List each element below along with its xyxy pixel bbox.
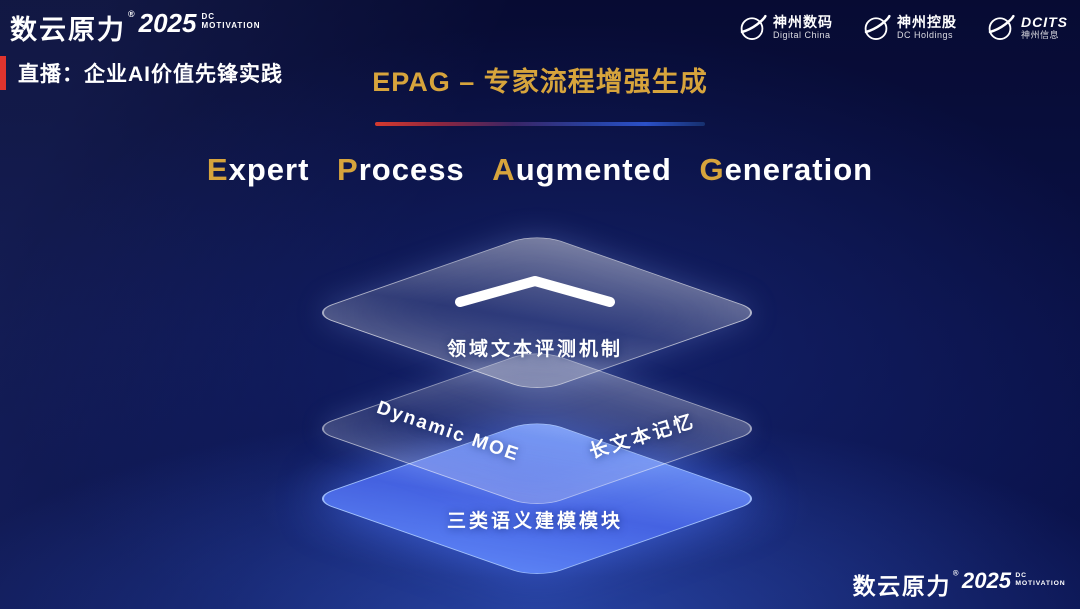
partner-logos: 神州数码 Digital China 神州控股 DC Holdings DCIT…: [737, 12, 1068, 42]
logo-cn-name: 神州数码: [773, 13, 833, 30]
logo-text: 神州数码 Digital China: [773, 14, 833, 40]
logo-en-name: Digital China: [773, 29, 831, 40]
brand-tagline-line1: DC: [1015, 571, 1028, 579]
logo-digital-china: 神州数码 Digital China: [737, 12, 833, 42]
logo-cn-name: 神州信息: [1021, 29, 1060, 40]
brand-tagline: DC MOTIVATION: [1016, 571, 1066, 587]
logo-cn-name: 神州控股: [897, 13, 957, 30]
brand-name: 数云原力: [853, 573, 952, 600]
brand-year: 2025: [138, 8, 197, 38]
brand-year: 2025: [962, 567, 1012, 594]
title-word: Augmented: [492, 152, 672, 187]
label-semantic-modeling: 三类语义建模模块: [446, 511, 624, 532]
logo-en-name: DC Holdings: [897, 29, 954, 40]
brand-logo-bottom: 数云原力 ® 2025 DC MOTIVATION: [853, 568, 1066, 601]
dcits-swoosh-icon: [988, 14, 1015, 40]
digital-china-swoosh-icon: [740, 14, 767, 40]
gradient-divider: [375, 122, 705, 126]
brand-logo-top: 数云原力 ® 2025 DC MOTIVATION: [10, 8, 261, 47]
page-title: EPAG – 专家流程增强生成: [372, 67, 708, 97]
logo-dc-holdings: 神州控股 DC Holdings: [861, 12, 957, 42]
registered-mark: ®: [128, 9, 135, 19]
brand-tagline-line2: MOTIVATION: [1015, 579, 1066, 587]
logo-en-name: DCITS: [1021, 13, 1068, 30]
dc-holdings-swoosh-icon: [864, 14, 891, 40]
brand-tagline: DC MOTIVATION: [201, 12, 260, 30]
title-word: Generation: [699, 152, 874, 187]
title-word: Expert: [206, 152, 310, 187]
logo-text: 神州控股 DC Holdings: [897, 14, 957, 40]
registered-mark: ®: [953, 568, 960, 578]
title-word: Process: [337, 152, 465, 187]
chevron-up-icon: [455, 276, 615, 307]
brand-tagline-line1: DC: [201, 12, 216, 21]
glass-layer-surface: [307, 232, 767, 393]
english-title: Expert Process Augmented Generation: [198, 152, 882, 188]
logo-dcits: DCITS 神州信息: [985, 12, 1068, 42]
label-evaluation-mechanism: 领域文本评测机制: [446, 339, 624, 360]
brand-tagline-line2: MOTIVATION: [201, 21, 261, 31]
live-stream-label: 直播：企业AI价值先锋实践: [0, 56, 283, 90]
brand-name: 数云原力: [10, 15, 126, 45]
logo-text: DCITS 神州信息: [1021, 14, 1068, 40]
